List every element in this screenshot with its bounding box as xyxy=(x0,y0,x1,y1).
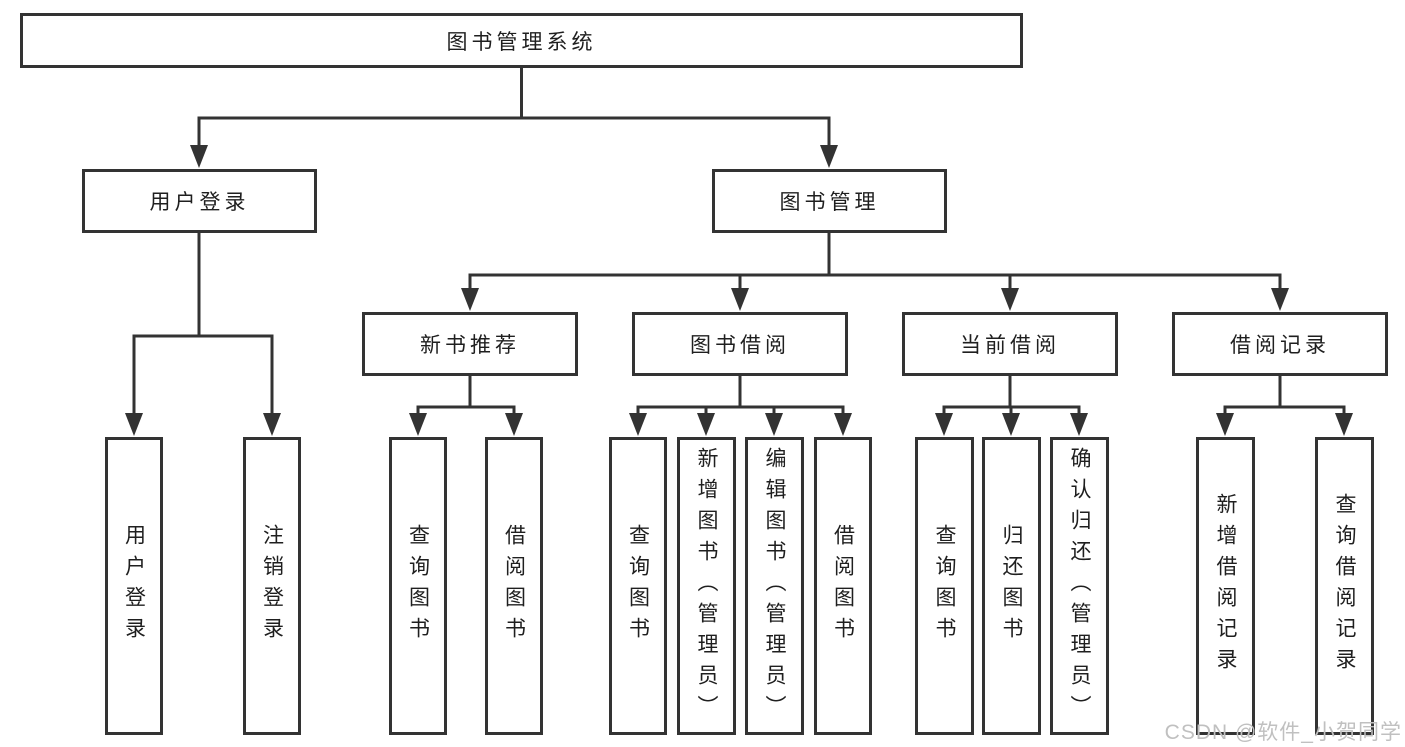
leaf-label: 归还图书 xyxy=(1000,524,1023,648)
arrowhead xyxy=(190,145,208,168)
node-user-login: 用户登录 xyxy=(82,169,317,233)
arrowhead xyxy=(731,288,749,311)
leaf-query-borrow-record: 查询借阅记录 xyxy=(1315,437,1374,735)
leaf-confirm-return-admin: 确认归还（管理员） xyxy=(1050,437,1109,735)
arrowheads xyxy=(125,145,1353,436)
arrowhead xyxy=(1070,413,1088,436)
connector-lines xyxy=(132,68,1346,414)
arrowhead xyxy=(935,413,953,436)
arrowhead xyxy=(1271,288,1289,311)
arrowhead xyxy=(409,413,427,436)
leaf-return-books: 归还图书 xyxy=(982,437,1041,735)
arrowhead xyxy=(1216,413,1234,436)
leaf-borrow-books: 借阅图书 xyxy=(485,437,543,735)
arrowhead xyxy=(505,413,523,436)
arrowhead xyxy=(461,288,479,311)
leaf-query-books: 查询图书 xyxy=(609,437,667,735)
leaf-label: 编辑图书（管理员） xyxy=(763,446,786,726)
leaf-query-books: 查询图书 xyxy=(915,437,974,735)
node-book-borrowing: 图书借阅 xyxy=(632,312,848,376)
arrowhead xyxy=(263,413,281,436)
arrowhead xyxy=(765,413,783,436)
leaf-edit-book-admin: 编辑图书（管理员） xyxy=(745,437,804,735)
connector-book-management xyxy=(468,233,1282,290)
leaf-user-login: 用户登录 xyxy=(105,437,163,735)
leaf-label: 查询借阅记录 xyxy=(1333,493,1356,679)
leaf-borrow-books: 借阅图书 xyxy=(814,437,872,735)
arrowhead xyxy=(834,413,852,436)
leaf-label: 借阅图书 xyxy=(831,524,855,648)
arrowhead xyxy=(820,145,838,168)
leaf-label: 新增图书（管理员） xyxy=(695,446,718,726)
connector-book-borrowing xyxy=(636,375,845,414)
leaf-label: 查询图书 xyxy=(933,524,956,648)
leaf-label: 注销登录 xyxy=(260,524,284,648)
leaf-label: 新增借阅记录 xyxy=(1214,493,1237,679)
arrowhead xyxy=(1002,413,1020,436)
connector-user-login xyxy=(132,233,274,414)
connector-new-book xyxy=(416,375,516,414)
connector-borrowing-records xyxy=(1223,375,1346,414)
watermark: CSDN @软件_小贺同学 xyxy=(1164,721,1402,744)
leaf-add-book-admin: 新增图书（管理员） xyxy=(677,437,736,735)
leaf-query-books: 查询图书 xyxy=(389,437,447,735)
node-new-book-recommendation: 新书推荐 xyxy=(362,312,578,376)
leaf-label: 查询图书 xyxy=(406,524,430,648)
leaf-logout: 注销登录 xyxy=(243,437,301,735)
leaf-label: 查询图书 xyxy=(626,524,650,648)
node-current-borrowing: 当前借阅 xyxy=(902,312,1118,376)
leaf-label: 用户登录 xyxy=(122,524,146,648)
node-borrowing-records: 借阅记录 xyxy=(1172,312,1388,376)
node-library-management-system: 图书管理系统 xyxy=(20,13,1023,68)
leaf-add-borrow-record: 新增借阅记录 xyxy=(1196,437,1255,735)
arrowhead xyxy=(1335,413,1353,436)
connector-root xyxy=(197,68,831,146)
connector-current-borrowing xyxy=(942,375,1081,414)
arrowhead xyxy=(697,413,715,436)
node-book-management: 图书管理 xyxy=(712,169,947,233)
arrowhead xyxy=(125,413,143,436)
arrowhead xyxy=(629,413,647,436)
leaf-label: 确认归还（管理员） xyxy=(1068,446,1091,726)
arrowhead xyxy=(1001,288,1019,311)
leaf-label: 借阅图书 xyxy=(502,524,526,648)
